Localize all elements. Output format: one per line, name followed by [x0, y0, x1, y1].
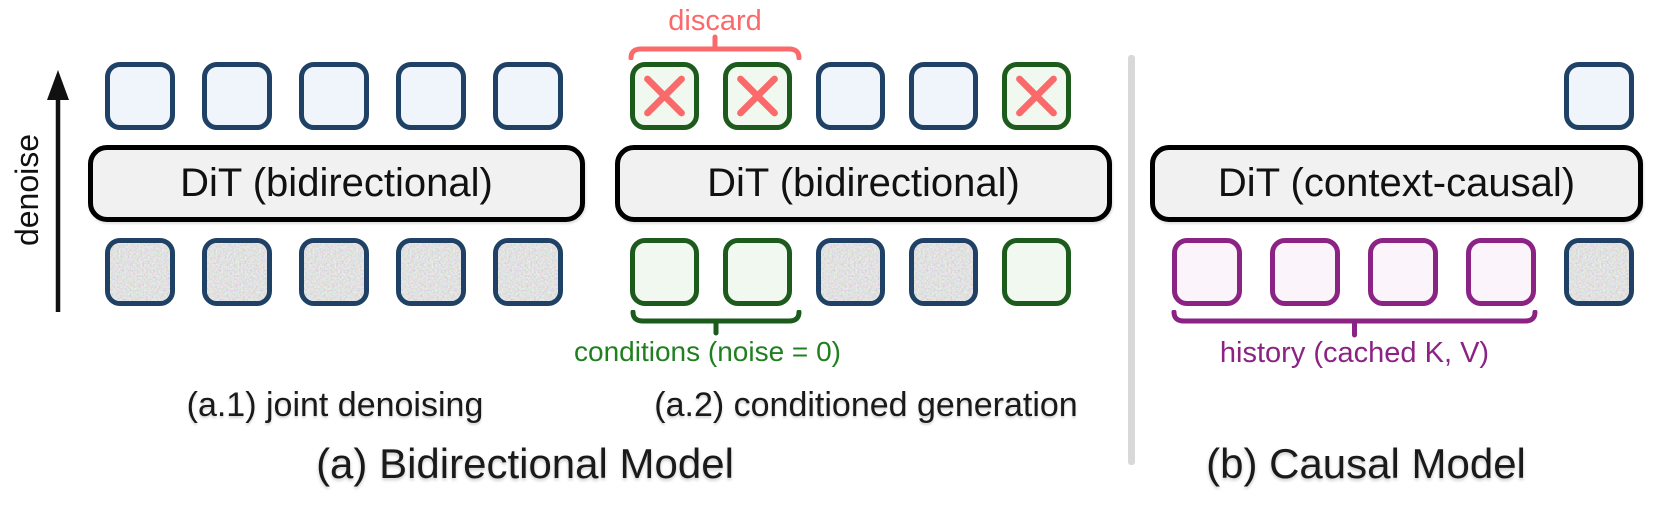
noise-token — [909, 238, 978, 306]
a2-input-token-row — [630, 238, 1071, 306]
noise-texture — [1569, 243, 1629, 301]
blank-token — [105, 62, 175, 130]
caption-a1: (a.1) joint denoising — [186, 386, 484, 424]
discard-brace-icon — [628, 34, 802, 60]
panel-divider — [1128, 55, 1135, 465]
dit-label: DiT (context-causal) — [1217, 161, 1576, 205]
noise-texture — [110, 243, 170, 301]
history-token — [1270, 238, 1340, 306]
dit-bidirectional-box-a1: DiT (bidirectional) — [88, 145, 585, 222]
caption-panel-b: (b) Causal Model — [1206, 440, 1526, 487]
denoise-label: denoise — [9, 133, 45, 247]
noise-token — [396, 238, 466, 306]
blank-token — [909, 62, 978, 130]
noise-texture — [914, 243, 973, 301]
history-token — [1172, 238, 1242, 306]
conditions-label: conditions (noise = 0) — [574, 336, 841, 367]
a1-input-token-row — [105, 238, 563, 306]
discard-label: discard — [668, 5, 762, 37]
dit-context-causal-box: DiT (context-causal) — [1150, 145, 1643, 222]
a1-output-token-row — [105, 62, 563, 130]
x-cross-icon — [644, 75, 685, 117]
blank-token — [202, 62, 272, 130]
noise-token — [1564, 238, 1634, 306]
history-brace-icon — [1171, 310, 1538, 338]
condition-token — [723, 238, 792, 306]
cross-token — [1002, 62, 1071, 130]
history-token — [1466, 238, 1536, 306]
noise-token — [299, 238, 369, 306]
noise-texture — [498, 243, 558, 301]
noise-texture — [207, 243, 267, 301]
condition-token — [1002, 238, 1071, 306]
x-cross-icon — [737, 75, 778, 117]
b-input-token-row — [1172, 238, 1634, 306]
noise-texture — [304, 243, 364, 301]
denoise-arrow-icon — [47, 70, 69, 312]
x-cross-icon — [1016, 75, 1057, 117]
condition-token — [630, 238, 699, 306]
blank-token — [396, 62, 466, 130]
noise-token — [816, 238, 885, 306]
caption-panel-a: (a) Bidirectional Model — [316, 440, 734, 487]
noise-token — [105, 238, 175, 306]
history-token — [1368, 238, 1438, 306]
cross-token — [723, 62, 792, 130]
noise-token — [202, 238, 272, 306]
dit-label: DiT (bidirectional) — [707, 161, 1020, 205]
blank-token — [299, 62, 369, 130]
blank-token — [493, 62, 563, 130]
noise-texture — [821, 243, 880, 301]
caption-a2: (a.2) conditioned generation — [654, 386, 1078, 424]
a2-output-token-row — [630, 62, 1071, 130]
blank-token — [816, 62, 885, 130]
b-output-token-row — [1564, 62, 1634, 130]
blank-token — [1564, 62, 1634, 130]
dit-bidirectional-box-a2: DiT (bidirectional) — [615, 145, 1112, 222]
noise-token — [493, 238, 563, 306]
history-label: history (cached K, V) — [1219, 337, 1490, 369]
noise-texture — [401, 243, 461, 301]
cross-token — [630, 62, 699, 130]
dit-label: DiT (bidirectional) — [180, 161, 493, 205]
conditions-brace-icon — [630, 310, 802, 336]
